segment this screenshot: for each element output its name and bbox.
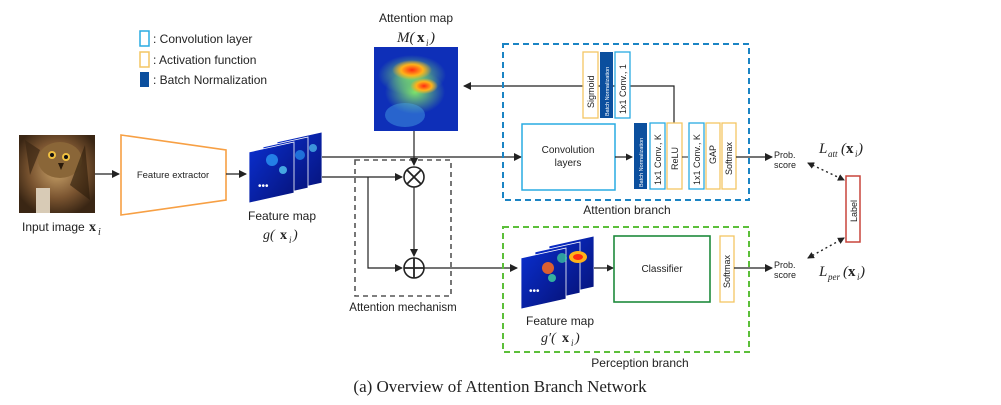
legend-activation-swatch bbox=[139, 51, 150, 68]
svg-text:L: L bbox=[818, 264, 827, 280]
svg-text:ReLU: ReLU bbox=[670, 147, 680, 170]
convolution-layers-label-1: Convolution bbox=[542, 145, 595, 156]
sigmoid-block bbox=[582, 51, 599, 119]
dotted-prob-per-label bbox=[807, 237, 845, 259]
conv-block-2 bbox=[688, 122, 705, 190]
feature-extractor-block bbox=[120, 134, 227, 216]
classifier-label: Classifier bbox=[641, 264, 683, 275]
conv-block-3 bbox=[614, 51, 631, 119]
prob-score-att-2: score bbox=[774, 160, 796, 170]
svg-text:(: ( bbox=[841, 141, 847, 157]
feature-map-prime-expr: g′( x i ) bbox=[541, 331, 580, 348]
svg-text:x: x bbox=[417, 30, 425, 46]
softmax-block-att bbox=[721, 122, 737, 190]
svg-text:i: i bbox=[571, 338, 574, 348]
svg-text:): ) bbox=[292, 228, 298, 243]
input-image-var: x bbox=[89, 220, 96, 235]
svg-text:x: x bbox=[848, 264, 856, 280]
classifier-block bbox=[613, 235, 711, 303]
svg-text:•••: ••• bbox=[529, 286, 540, 297]
legend-convolution-text: : Convolution layer bbox=[153, 32, 252, 46]
circle-plus-icon bbox=[403, 257, 425, 279]
svg-text:): ) bbox=[859, 264, 865, 280]
prob-score-per-1: Prob. bbox=[774, 260, 796, 270]
svg-text:GAP: GAP bbox=[708, 145, 718, 164]
legend: : Convolution layer : Activation functio… bbox=[139, 30, 267, 87]
svg-text:): ) bbox=[574, 331, 580, 346]
label-block-text: Label bbox=[849, 200, 859, 222]
svg-text:): ) bbox=[429, 30, 435, 46]
attention-upper-stack: Sigmoid Batch Normalization 1x1 Conv., 1 bbox=[582, 51, 631, 119]
svg-text:per: per bbox=[827, 272, 840, 282]
softmax-per-label: Softmax bbox=[722, 254, 732, 288]
perception-branch-box bbox=[502, 226, 750, 353]
svg-text:1x1 Conv., K: 1x1 Conv., K bbox=[653, 134, 663, 185]
svg-text:): ) bbox=[857, 141, 863, 157]
convolution-layers-label-2: layers bbox=[555, 158, 582, 169]
softmax-block-per bbox=[719, 235, 735, 303]
convolution-layers-block bbox=[521, 123, 616, 191]
prob-score-per-2: score bbox=[774, 270, 796, 280]
feature-map-prime-stack: ••• bbox=[520, 235, 595, 310]
bn-block-1 bbox=[634, 123, 647, 189]
svg-text:M(: M( bbox=[396, 30, 415, 46]
legend-bn-swatch bbox=[140, 72, 149, 87]
label-block bbox=[845, 175, 861, 243]
input-image-sub: i bbox=[98, 227, 101, 238]
legend-activation-text: : Activation function bbox=[153, 53, 256, 67]
svg-text:i: i bbox=[857, 272, 860, 282]
loss-per-expr: L per ( x i ) bbox=[818, 264, 865, 282]
relu-block bbox=[666, 122, 683, 190]
circle-times-icon bbox=[403, 166, 425, 188]
feature-map-expr: g( x i ) bbox=[263, 228, 298, 245]
prob-score-att-1: Prob. bbox=[774, 150, 796, 160]
svg-text:1x1 Conv., K: 1x1 Conv., K bbox=[692, 134, 702, 185]
feature-extractor-label: Feature extractor bbox=[137, 170, 209, 181]
dotted-prob-att-label bbox=[807, 162, 845, 181]
svg-text:x: x bbox=[846, 141, 854, 157]
feature-map-label: Feature map bbox=[248, 209, 316, 223]
perception-branch-label: Perception branch bbox=[591, 356, 688, 370]
attention-branch-label: Attention branch bbox=[583, 203, 670, 217]
legend-convolution-swatch bbox=[139, 30, 150, 47]
attention-lower-stack: Batch Normalization 1x1 Conv., K ReLU 1x… bbox=[634, 122, 737, 190]
svg-text:x: x bbox=[562, 331, 569, 346]
figure-caption: (a) Overview of Attention Branch Network bbox=[353, 377, 647, 396]
svg-text:•••: ••• bbox=[258, 181, 269, 192]
attention-map-expr: M( x i ) bbox=[396, 30, 435, 48]
svg-text:Batch Normalization: Batch Normalization bbox=[605, 67, 611, 116]
attention-branch-box bbox=[502, 43, 750, 201]
feature-map-stack: ••• bbox=[248, 131, 323, 204]
connections bbox=[322, 82, 675, 272]
input-image bbox=[19, 135, 95, 213]
svg-text:1x1 Conv., 1: 1x1 Conv., 1 bbox=[618, 64, 628, 114]
bn-block-2 bbox=[600, 52, 613, 118]
attention-mechanism-label: Attention mechanism bbox=[349, 302, 456, 314]
legend-bn-text: : Batch Normalization bbox=[153, 73, 267, 87]
input-image-label: Input image bbox=[22, 220, 85, 234]
svg-text:x: x bbox=[280, 228, 287, 243]
svg-text:Sigmoid: Sigmoid bbox=[586, 75, 596, 108]
svg-text:Softmax: Softmax bbox=[724, 141, 734, 175]
svg-text:g′(: g′( bbox=[541, 331, 557, 346]
svg-text:i: i bbox=[289, 235, 292, 245]
attention-map-label: Attention map bbox=[379, 11, 453, 25]
svg-text:(: ( bbox=[843, 264, 849, 280]
gap-block bbox=[705, 122, 721, 190]
svg-text:Batch Normalization: Batch Normalization bbox=[639, 138, 645, 187]
loss-att-expr: L att ( x i ) bbox=[818, 141, 863, 159]
feature-map-prime-label: Feature map bbox=[526, 314, 594, 328]
attention-mechanism-box bbox=[354, 159, 452, 297]
svg-text:i: i bbox=[426, 38, 429, 48]
conv-block-1 bbox=[649, 122, 666, 190]
svg-text:i: i bbox=[855, 149, 858, 159]
attention-map-image bbox=[374, 47, 458, 131]
svg-text:att: att bbox=[828, 149, 838, 159]
svg-text:L: L bbox=[818, 141, 827, 157]
svg-text:g(: g( bbox=[263, 228, 276, 243]
